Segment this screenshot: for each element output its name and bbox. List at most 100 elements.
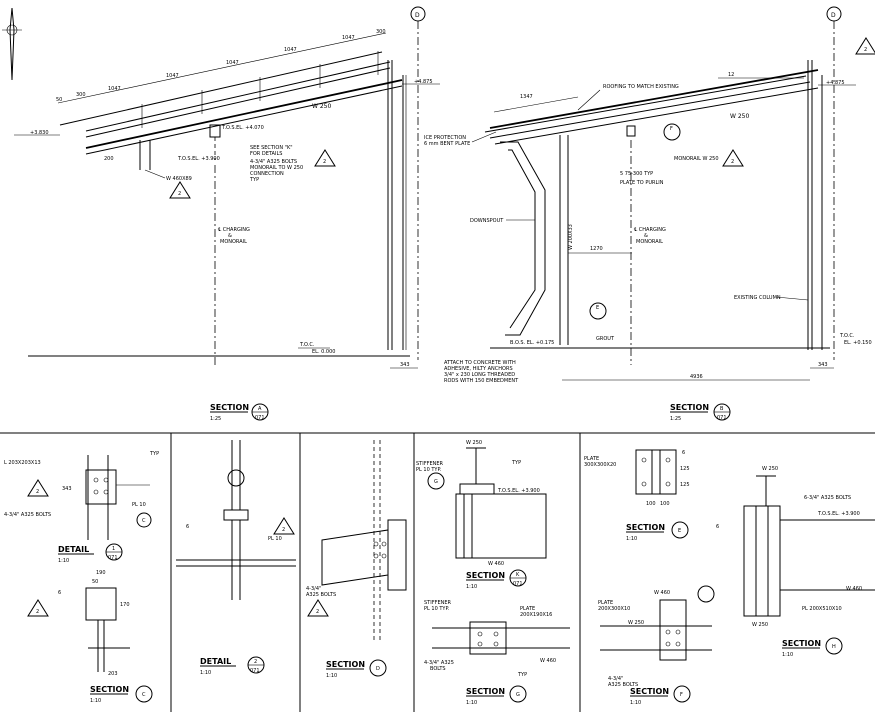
dim-1047-e: 1047 [342, 35, 355, 41]
toc-label-b: T.O.C. [839, 333, 855, 339]
rev-tri-d1: 2 [36, 489, 39, 495]
dim-4936: 4936 [690, 374, 703, 380]
rev-tri-d: 2 [316, 609, 319, 615]
section-a-title: SECTION 1:25 A 071 [210, 403, 269, 422]
elev-top-b: +4.875 [826, 80, 845, 86]
e-dim-125a: 125 [680, 466, 690, 472]
g-plate-1: PLATE [520, 606, 535, 612]
rev-tri-d2: 2 [282, 527, 285, 533]
detail-2-sheet: 071 [250, 668, 260, 674]
section-h: W 250 6-3/4" A325 BOLTS T.O.S.EL. +3.900… [716, 466, 875, 658]
dim-343-d1: 343 [62, 486, 72, 492]
attach-1: ATTACH TO CONCRETE WITH [444, 360, 516, 366]
bolts-note-1: 4-3/4" A325 BOLTS [250, 159, 297, 165]
e-dim-100b: 100 [660, 501, 670, 507]
detail-2-title: DETAIL [200, 657, 231, 666]
dim-300-end: 300 [376, 29, 386, 35]
section-g-scale: 1:10 [466, 700, 477, 706]
grid-label-d: D [415, 12, 420, 19]
callout-e: E [596, 305, 599, 311]
bolts-d-1: 4-3/4" [306, 586, 321, 592]
weld-c: 6 [58, 590, 61, 596]
grout-label: GROUT [596, 336, 615, 342]
beam-w250: W 250 [312, 103, 331, 110]
pl10-d2: PL 10 [268, 536, 282, 542]
plate-purlin: PLATE TO PURLIN [620, 180, 664, 186]
dim-1047-c: 1047 [226, 60, 239, 66]
roof-note: ROOFING TO MATCH EXISTING [603, 84, 679, 90]
callout-g: G [434, 479, 438, 485]
section-c-scale: 1:10 [90, 698, 101, 704]
cl-monorail: MONORAIL [220, 239, 247, 245]
g-plate-2: 200X190X16 [520, 612, 552, 618]
section-b-drawing: D 2 1347 12 ROOFING TO MATCH EXISTING +4… [424, 6, 875, 384]
column-w200: W 200X33 [568, 224, 574, 250]
dim-1270: 1270 [590, 246, 603, 252]
weld-d2: 6 [186, 524, 189, 530]
downspout-label: DOWNSPOUT [470, 218, 504, 224]
section-h-tag: H [832, 644, 836, 650]
dim-190: 190 [96, 570, 106, 576]
h-w250b: W 250 [752, 622, 768, 628]
rev-tri-b0: 2 [864, 47, 867, 53]
dim-1347: 1347 [520, 94, 533, 100]
section-k-scale: 1:10 [466, 584, 477, 590]
detail-1-sheet: 071 [108, 555, 118, 561]
ice-2: 6 mm BENT PLATE [424, 141, 470, 147]
section-b-sheet: 071 [717, 415, 727, 421]
k-w460: W 460 [488, 561, 504, 567]
f-bolts-2: A325 BOLTS [608, 682, 638, 688]
cl-amp: & [228, 233, 232, 239]
section-b-title: SECTION 1:25 B 071 [670, 403, 731, 422]
bolts-note-3: CONNECTION [250, 171, 284, 177]
weld-note: 5 75-300 TYP [620, 171, 653, 177]
h-pl: PL 200X510X10 [802, 606, 842, 612]
rev-tri-b1: 2 [731, 159, 734, 165]
bos-label: B.O.S. EL. +0.175 [510, 340, 554, 346]
section-a-scale: 1:25 [210, 416, 221, 422]
section-c: 190 50 170 203 6 2 SECTION 1:10 C [27, 570, 153, 704]
section-c-tag: C [142, 692, 146, 698]
k-typ: TYP [511, 460, 521, 466]
dim-300: 300 [76, 92, 86, 98]
section-g: STIFFENER PL 10 TYP. PLATE 200X190X16 4-… [424, 600, 570, 706]
section-h-scale: 1:10 [782, 652, 793, 658]
see-section-k: SEE SECTION "K" [250, 145, 293, 151]
rev-tri-a2: 2 [178, 191, 181, 197]
e-dim-125b: 125 [680, 482, 690, 488]
k-stiff-1: STIFFENER [416, 461, 444, 467]
typ-d1: TYP [149, 451, 159, 457]
k-stiff-2: PL 10 TYP. [416, 467, 442, 473]
callout-f: F [670, 126, 673, 132]
toc-el-b: EL. +0.150 [844, 340, 872, 346]
g-bolts-2: BOLTS [430, 666, 446, 672]
section-g-tag: G [516, 692, 520, 698]
detail-1-title: DETAIL [58, 545, 89, 554]
grid-label-d-b: D [831, 12, 836, 19]
dim-50-c: 50 [92, 579, 98, 585]
dim-50: 50 [56, 97, 62, 103]
f-plate-1: PLATE [598, 600, 613, 606]
section-d-tag: D [376, 666, 380, 672]
north-arrow-icon [2, 7, 22, 81]
pl10-d1: PL 10 [132, 502, 146, 508]
e-dim-100a: 100 [646, 501, 656, 507]
section-f: PLATE 200X300X10 W 460 W 250 4-3/4" A325… [598, 585, 715, 706]
k-beam: W 250 [466, 440, 482, 446]
detail-2-tag: 2 [254, 659, 257, 665]
bolts-note-4: TYP [249, 177, 259, 183]
dim-12: 12 [728, 72, 734, 78]
h-bolts: 6-3/4" A325 BOLTS [804, 495, 851, 501]
dim-170: 170 [120, 602, 130, 608]
section-e-tag: E [678, 528, 681, 534]
dim-343: 343 [400, 362, 410, 368]
section-k-title: SECTION [466, 571, 505, 580]
f-w460: W 460 [654, 590, 670, 596]
rev-tri-a1: 2 [323, 159, 326, 165]
beam-w250-b: W 250 [730, 113, 749, 120]
section-e-scale: 1:10 [626, 536, 637, 542]
callout-c: C [142, 518, 146, 524]
section-d-title: SECTION [326, 660, 365, 669]
attach-2: ADHESIVE, HILTY ANCHORS [444, 366, 513, 372]
